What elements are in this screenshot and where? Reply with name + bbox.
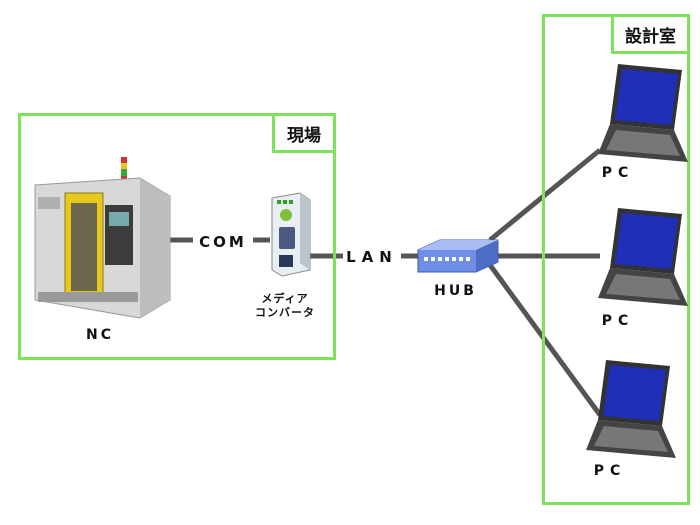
media-converter-label: メディア コンバータ [245,292,325,320]
pc-label-1: PC [601,165,635,181]
design-room-zone-label: 設計室 [611,14,690,54]
lan-link-label: LAN [343,248,401,266]
pc-label-2: PC [601,313,635,329]
hub-to-pc3-cable [487,263,603,417]
media-converter-label-line2: コンバータ [255,306,315,319]
site-zone [18,113,336,360]
laptop-icon [598,208,688,306]
nc-label: NC [86,327,114,343]
hub-to-pc1-cable [488,148,602,242]
media-converter-label-line1: メディア [261,292,309,305]
hub-label: HUB [434,283,477,299]
pc-label-3: PC [593,463,627,479]
laptop-icon [586,360,676,458]
com-link-label: COM [193,233,253,251]
laptop-icon [598,64,688,162]
site-zone-label: 現場 [272,113,336,153]
